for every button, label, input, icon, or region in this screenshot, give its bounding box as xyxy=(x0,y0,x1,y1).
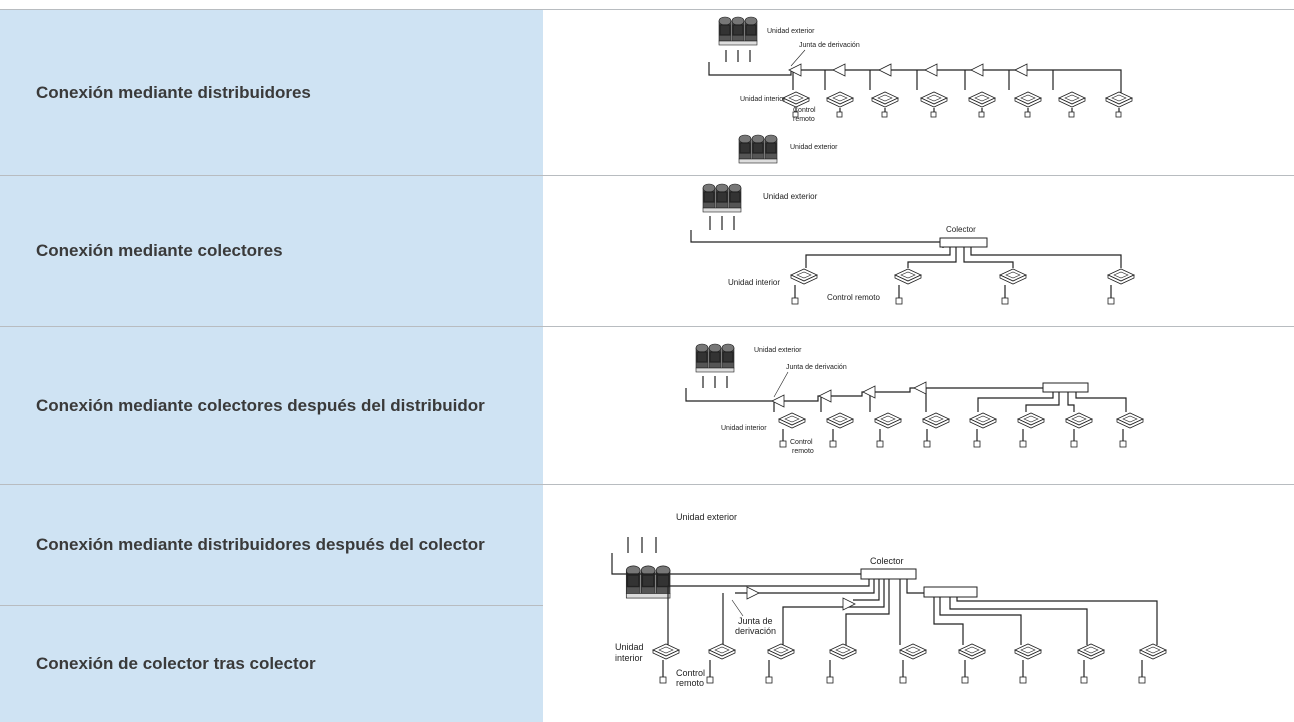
label-collector: Colector xyxy=(870,556,904,566)
label-remoto: remoto xyxy=(792,448,814,455)
diagram-colectores xyxy=(690,183,1135,305)
label-interior: interior xyxy=(615,653,643,663)
label-unidad: Unidad xyxy=(615,642,644,652)
row-label: Conexión mediante distribuidores después… xyxy=(36,535,485,554)
row-label: Conexión mediante distribuidores xyxy=(36,82,311,102)
label-control: Control xyxy=(793,107,816,114)
row-label-cell: Conexión de colector tras colector xyxy=(0,606,543,722)
divider xyxy=(0,175,1294,176)
row-label: Conexión de colector tras colector xyxy=(36,654,316,673)
divider xyxy=(0,605,543,606)
row-label-cell: Conexión mediante distribuidores xyxy=(0,10,543,175)
label-control: Control xyxy=(676,668,705,678)
label-indoor-unit: Unidad interior xyxy=(721,425,767,432)
row-label: Conexión mediante colectores xyxy=(36,241,283,260)
label-remote-control: Control remoto xyxy=(827,293,880,302)
row-label-cell: Conexión mediante colectores xyxy=(0,176,543,326)
divider xyxy=(0,484,1294,485)
row-colectores-despues-distribuidor: Conexión mediante colectores después del… xyxy=(0,327,1294,484)
row-colector-tras-colector: Conexión de colector tras colector xyxy=(0,606,1294,722)
label-derivacion: derivación xyxy=(735,626,776,636)
label-remoto: remoto xyxy=(676,678,704,688)
row-label-cell: Conexión mediante colectores después del… xyxy=(0,327,543,484)
label-collector: Colector xyxy=(946,225,976,234)
row-distribuidores-despues-colector: Conexión mediante distribuidores después… xyxy=(0,485,1294,605)
label-remoto: remoto xyxy=(793,116,815,123)
label-branch-joint: Junta de derivación xyxy=(799,42,860,49)
label-outdoor-unit: Unidad exterior xyxy=(676,512,737,522)
label-indoor-unit: Unidad interior xyxy=(728,278,780,287)
label-branch-joint: Junta de derivación xyxy=(786,364,847,371)
row-distribuidores: Conexión mediante distribuidores xyxy=(0,10,1294,175)
row-label-cell: Conexión mediante distribuidores después… xyxy=(0,485,543,605)
label-junta-de: Junta de xyxy=(738,616,773,626)
label-outdoor-unit: Unidad exterior xyxy=(790,144,838,151)
row-label: Conexión mediante colectores después del… xyxy=(36,395,485,415)
row-colectores: Conexión mediante colectores xyxy=(0,176,1294,326)
divider xyxy=(0,9,1294,10)
label-indoor-unit: Unidad interior xyxy=(740,96,786,103)
label-control: Control xyxy=(790,439,813,446)
label-outdoor-unit: Unidad exterior xyxy=(767,28,815,35)
diagram-distribuidores xyxy=(708,16,1133,164)
diagram-distribuidores-despues-colector xyxy=(611,537,1167,684)
divider xyxy=(0,326,1294,327)
diagram-colectores-despues-distribuidor xyxy=(685,343,1144,448)
label-outdoor-unit: Unidad exterior xyxy=(754,347,802,354)
label-outdoor-unit: Unidad exterior xyxy=(763,192,818,201)
system-diagrams: Unidad exterior Junta de derivación Unid… xyxy=(611,16,1167,688)
